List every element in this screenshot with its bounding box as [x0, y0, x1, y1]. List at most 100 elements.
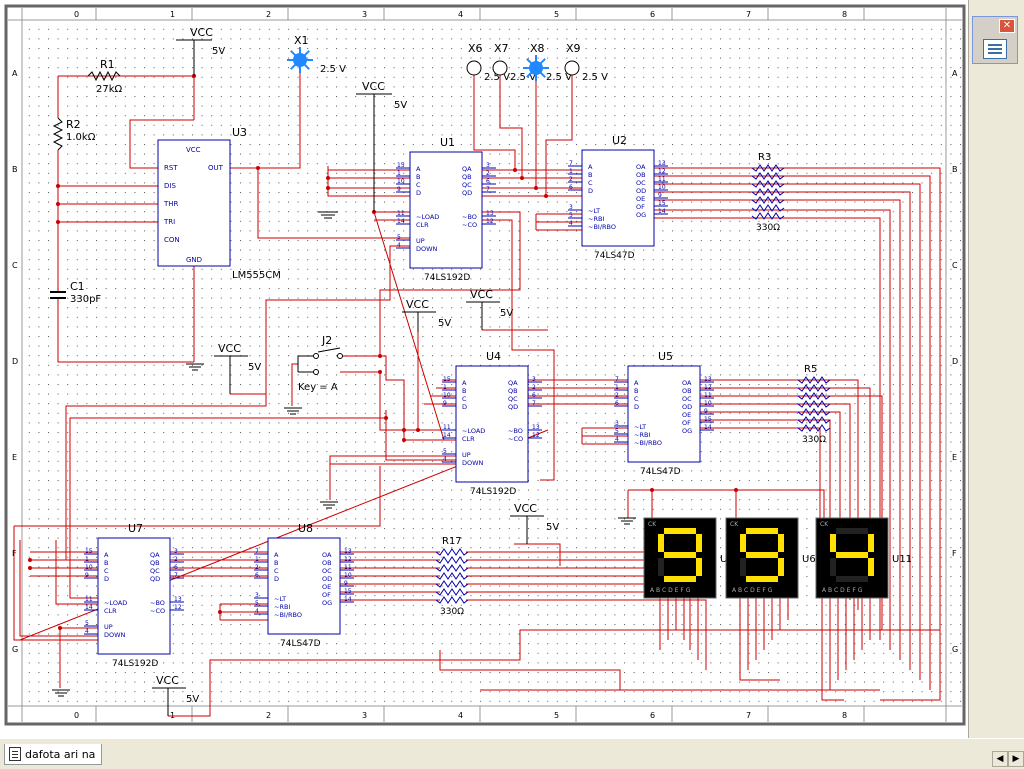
probe-x7[interactable]: X72.5 V [492, 42, 536, 83]
junction-dot [56, 220, 60, 224]
segment-g [746, 552, 778, 558]
border-column-label: 4 [458, 711, 463, 720]
display-pin-labels: A B C D E F G [650, 587, 691, 594]
switch-j2[interactable]: J2 Key = A [297, 334, 343, 393]
label-text: ~LOAD [104, 599, 127, 607]
label-text: OF [322, 591, 331, 599]
vcc-source-u8[interactable]: VCC 5V [510, 502, 559, 544]
label-text: OF [636, 203, 645, 211]
border-column-label: 3 [362, 10, 367, 19]
label-text: 15 [85, 548, 93, 555]
label-text: 3 [615, 420, 619, 427]
vcc-source-top[interactable]: VCC 5V [176, 26, 225, 76]
wire [473, 66, 516, 170]
label-text: 6 [569, 184, 573, 191]
label-text: 6 [486, 178, 490, 185]
seven-segment-display-2[interactable]: CKA B C D E F GU6 [725, 517, 816, 599]
svg-text:RST: RST [164, 164, 178, 172]
probe-voltage: 2.5 V [582, 72, 608, 83]
probe-x8[interactable]: X82.5 V [523, 42, 572, 83]
junction-dot [56, 184, 60, 188]
wire [379, 211, 521, 356]
junction-dot [402, 428, 406, 432]
label-text: 4 [255, 608, 259, 615]
wire [230, 62, 301, 169]
close-icon[interactable]: ✕ [999, 19, 1015, 33]
label-text: OE [322, 583, 331, 591]
resistor-r1[interactable]: R1 27kΩ [87, 58, 123, 95]
sheet-tab[interactable]: dafota ari na [4, 744, 103, 765]
label-text: 1 [569, 168, 573, 175]
label-text: 7 [486, 186, 490, 193]
scroll-left-arrow-icon[interactable]: ◀ [992, 751, 1008, 767]
probe-x1[interactable]: X12.5 V [287, 34, 346, 75]
label-text: OG [322, 599, 332, 607]
label-text: 12 [704, 384, 712, 391]
svg-text:VCC: VCC [406, 298, 429, 311]
capacitor-c1[interactable]: C1 330pF [50, 280, 101, 305]
label-text: QA [462, 165, 472, 173]
vcc-source-bottom[interactable]: VCC 5V [152, 674, 199, 716]
document-window-icon[interactable] [983, 39, 1007, 59]
label-text: 7 [569, 160, 573, 167]
border-column-label: 3 [362, 711, 367, 720]
wire [57, 298, 194, 363]
border-column-label: 8 [842, 10, 847, 19]
border-row-label: E [952, 453, 957, 462]
label-text: OB [682, 387, 692, 395]
scroll-right-arrow-icon[interactable]: ▶ [1008, 751, 1024, 767]
display-ck-label: CK [730, 521, 739, 528]
label-text: QC [150, 567, 160, 575]
probe-voltage: 2.5 V [484, 72, 510, 83]
label-text: ~CO [462, 221, 477, 229]
counter-part-label: 74LS192D [470, 487, 516, 497]
svg-text:5V: 5V [186, 694, 199, 705]
label-text: ~BO [508, 427, 523, 435]
label-text: OD [322, 575, 332, 583]
label-text: 2 [255, 564, 259, 571]
label-text: OC [636, 179, 646, 187]
minimized-child-window[interactable]: ✕ [972, 16, 1018, 64]
label-text: 9 [344, 580, 348, 587]
decoder-ref-label: U5 [658, 350, 673, 363]
junction-dot [28, 566, 32, 570]
probe-x6[interactable]: X62.5 V [466, 42, 510, 83]
probe-x9[interactable]: X92.5 V [564, 42, 608, 83]
r1-value: 27kΩ [96, 84, 123, 95]
label-text: D [416, 189, 421, 197]
label-text: A [104, 551, 109, 559]
wire [439, 650, 621, 690]
junction-dot [650, 488, 654, 492]
segment-b [696, 534, 702, 552]
label-text: 3 [569, 204, 573, 211]
vcc-source-mid2[interactable]: VCC 5V [466, 288, 513, 330]
svg-text:VCC: VCC [218, 342, 241, 355]
vcc-source-u1[interactable]: VCC 5V [356, 80, 407, 212]
resistor-r2[interactable]: R2 1.0kΩ [52, 117, 96, 151]
border-row-label: F [952, 549, 957, 558]
label-text: OD [682, 403, 692, 411]
vcc-source-mid1[interactable]: VCC 5V [402, 298, 451, 332]
svg-text:VCC: VCC [362, 80, 385, 93]
seven-segment-display-1[interactable]: CKA B C D E F GU [643, 517, 727, 599]
junction-dot [402, 438, 406, 442]
label-text: OG [636, 211, 646, 219]
junction-dot [544, 194, 548, 198]
counter-ref-label: U4 [486, 350, 501, 363]
chip-u3-lm555[interactable]: U3 LM555CM VCC RST OUT DIS THR TRI CON G… [157, 126, 281, 281]
vcc-source-j2[interactable]: VCC 5V [214, 342, 261, 394]
label-text: 11 [443, 424, 451, 431]
label-text: A [462, 379, 467, 387]
